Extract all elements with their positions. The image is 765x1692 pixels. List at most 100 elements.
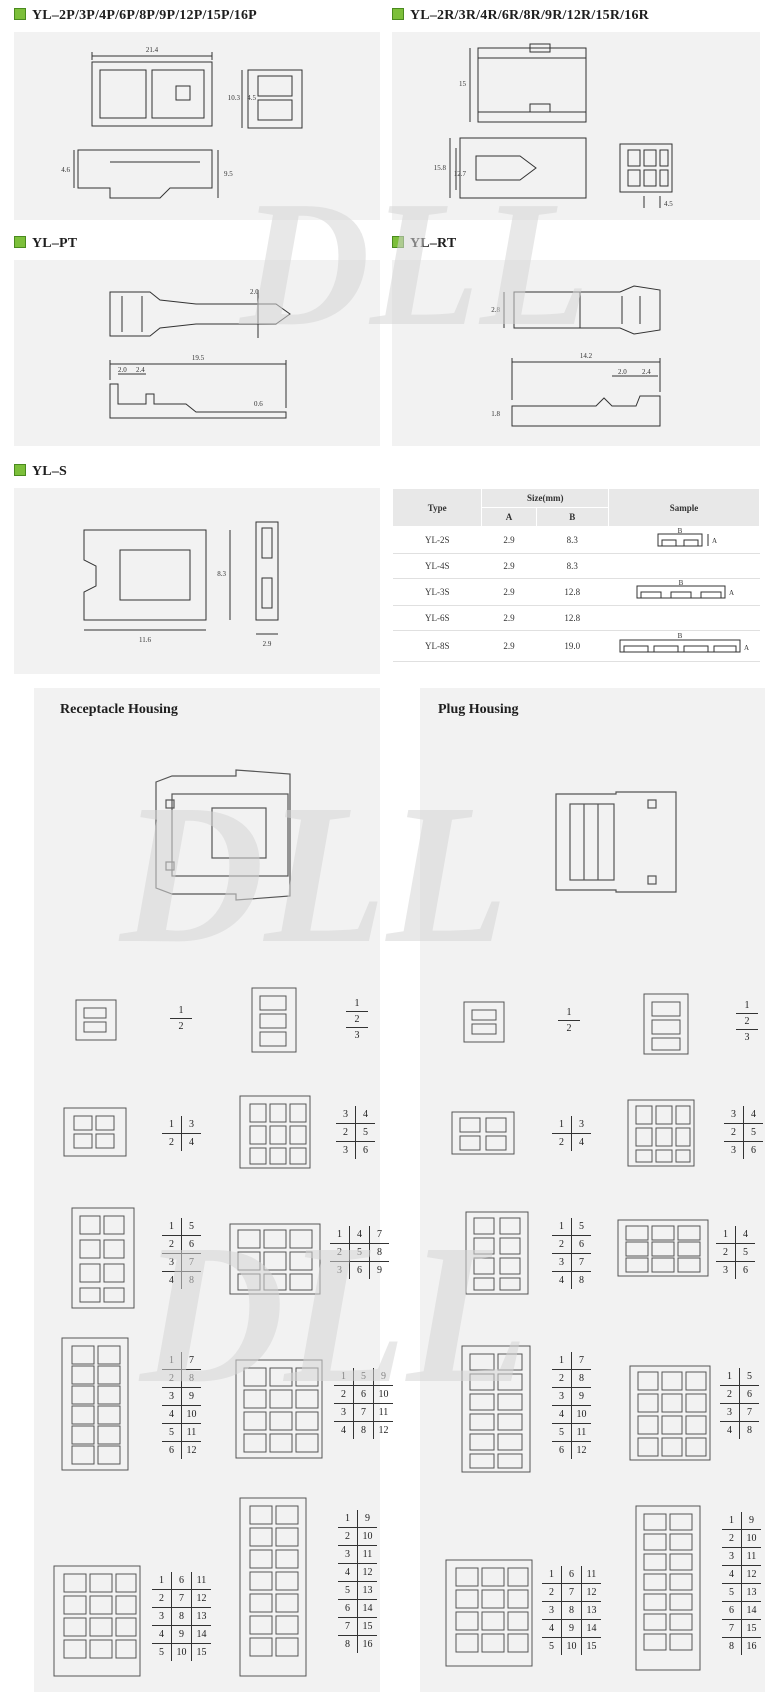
- pin-label: 3: [571, 1116, 591, 1134]
- pin-label: 2: [722, 1529, 742, 1548]
- yl-2r-title-text: YL–2R/3R/4R/6R/8R/9R/12R/15R/16R: [410, 8, 649, 23]
- section-title-yl-2r: YL–2R/3R/4R/6R/8R/9R/12R/15R/16R: [392, 8, 649, 24]
- pin-label: 12: [357, 1563, 377, 1582]
- pin-label: 4: [334, 1421, 354, 1439]
- pin-label: 6: [355, 1141, 375, 1159]
- pin-label: 6: [171, 1572, 192, 1590]
- table-row: YL-6S 2.9 12.8: [392, 605, 760, 631]
- row-b: 8.3: [536, 526, 609, 554]
- pin-label: 6: [743, 1141, 763, 1159]
- sample-cell: [608, 553, 760, 579]
- pin-label: 3: [731, 1109, 736, 1120]
- pin-label: 12: [581, 1583, 601, 1602]
- pin-label: 11: [581, 1566, 601, 1584]
- dim-2-0-rt: 2.0: [618, 368, 627, 376]
- pin-label: 7: [181, 1253, 201, 1272]
- dim-8-3: 8.3: [217, 570, 226, 578]
- dim-21-4: 21.4: [146, 46, 159, 54]
- pin-label: 9: [741, 1512, 761, 1530]
- row-b: 12.8: [536, 578, 609, 606]
- pin-label: 3: [552, 1253, 572, 1272]
- pin-label: 2: [552, 1369, 572, 1388]
- pin-label: 7: [571, 1253, 591, 1272]
- pin-label: 4: [542, 1619, 562, 1638]
- pin-label: 3: [162, 1253, 182, 1272]
- row-b: 8.3: [536, 553, 609, 579]
- plug-title: Plug Housing: [438, 702, 519, 717]
- pin-label: 9: [561, 1619, 582, 1638]
- pin-label: 4: [722, 1565, 742, 1584]
- pin-label: 9: [571, 1387, 591, 1406]
- pin-label: 3: [334, 1403, 354, 1422]
- section-title-yl-rt: YL–RT: [392, 236, 456, 252]
- dim-4-5-r: 4.5: [664, 200, 673, 208]
- pin-label: 6: [571, 1235, 591, 1254]
- pin-label: 3: [722, 1547, 742, 1566]
- pin-label: 6: [722, 1601, 742, 1620]
- green-square-icon: [14, 8, 26, 20]
- drawing-yl-2r: 15 15.8 12.7 4.5: [434, 43, 673, 208]
- pin-label: 4: [743, 1106, 763, 1124]
- pin-label: 12: [741, 1565, 761, 1584]
- row-type: YL-6S: [392, 605, 482, 631]
- pin-label: 8: [353, 1421, 374, 1439]
- pin-label: 6: [181, 1235, 201, 1254]
- pin-label: 10: [571, 1405, 591, 1424]
- pin-label: 11: [181, 1423, 201, 1442]
- pin-label: 1: [566, 1007, 572, 1018]
- sample-letter-b: B: [678, 528, 683, 535]
- dim-4-6: 4.6: [61, 166, 70, 174]
- section-title-yl-2p: YL–2P/3P/4P/6P/8P/9P/12P/15P/16P: [14, 8, 257, 24]
- pin-label: 7: [571, 1352, 591, 1370]
- pin-label: 2: [162, 1235, 182, 1254]
- row-a: 2.9: [481, 578, 537, 606]
- pin-label: 3: [338, 1545, 358, 1564]
- sample-2s-drawing: BA: [657, 527, 717, 547]
- pin-label: 1: [169, 1355, 174, 1366]
- pin-label: 4: [552, 1405, 572, 1424]
- pin-label: 11: [191, 1572, 211, 1590]
- pin-label: 11: [373, 1403, 393, 1422]
- pin-label: 1: [727, 1371, 732, 1382]
- pin-label: 5: [722, 1583, 742, 1602]
- row-a: 2.9: [481, 630, 537, 662]
- dim-10-3: 10.3: [228, 94, 241, 102]
- pin-label: 5: [739, 1368, 759, 1386]
- pinout-3-receptacle: 1 2 3: [346, 996, 368, 1043]
- pin-label: 9: [373, 1368, 393, 1386]
- pin-label: 8: [571, 1271, 591, 1289]
- pin-label: 12: [191, 1589, 211, 1608]
- pin-label: 14: [581, 1619, 601, 1638]
- pin-label: 4: [162, 1271, 182, 1289]
- pin-label: 2: [170, 1018, 192, 1034]
- pin-label: 2: [552, 1133, 572, 1151]
- col-a: A: [481, 507, 537, 527]
- pin-label: 14: [741, 1601, 761, 1620]
- sample-letter-b: B: [679, 580, 684, 587]
- pinout-2-receptacle: 1 2: [170, 1003, 192, 1034]
- pin-label: 11: [571, 1423, 591, 1442]
- pin-label: 2: [558, 1020, 580, 1036]
- pin-label: 1: [549, 1569, 554, 1580]
- drawing-panel-yl-rt: [392, 260, 760, 446]
- dim-2-0-pt: 2.0: [250, 288, 259, 296]
- pin-label: 12: [571, 1441, 591, 1459]
- yl-pt-title-text: YL–PT: [32, 236, 78, 251]
- pin-label: 7: [739, 1403, 759, 1422]
- pin-label: 14: [357, 1599, 377, 1618]
- dim-0-6: 0.6: [254, 400, 263, 408]
- pin-label: 13: [191, 1607, 211, 1626]
- pin-label: 5: [355, 1123, 375, 1142]
- receptacle-panel: [34, 688, 380, 1692]
- pin-label: 4: [355, 1106, 375, 1124]
